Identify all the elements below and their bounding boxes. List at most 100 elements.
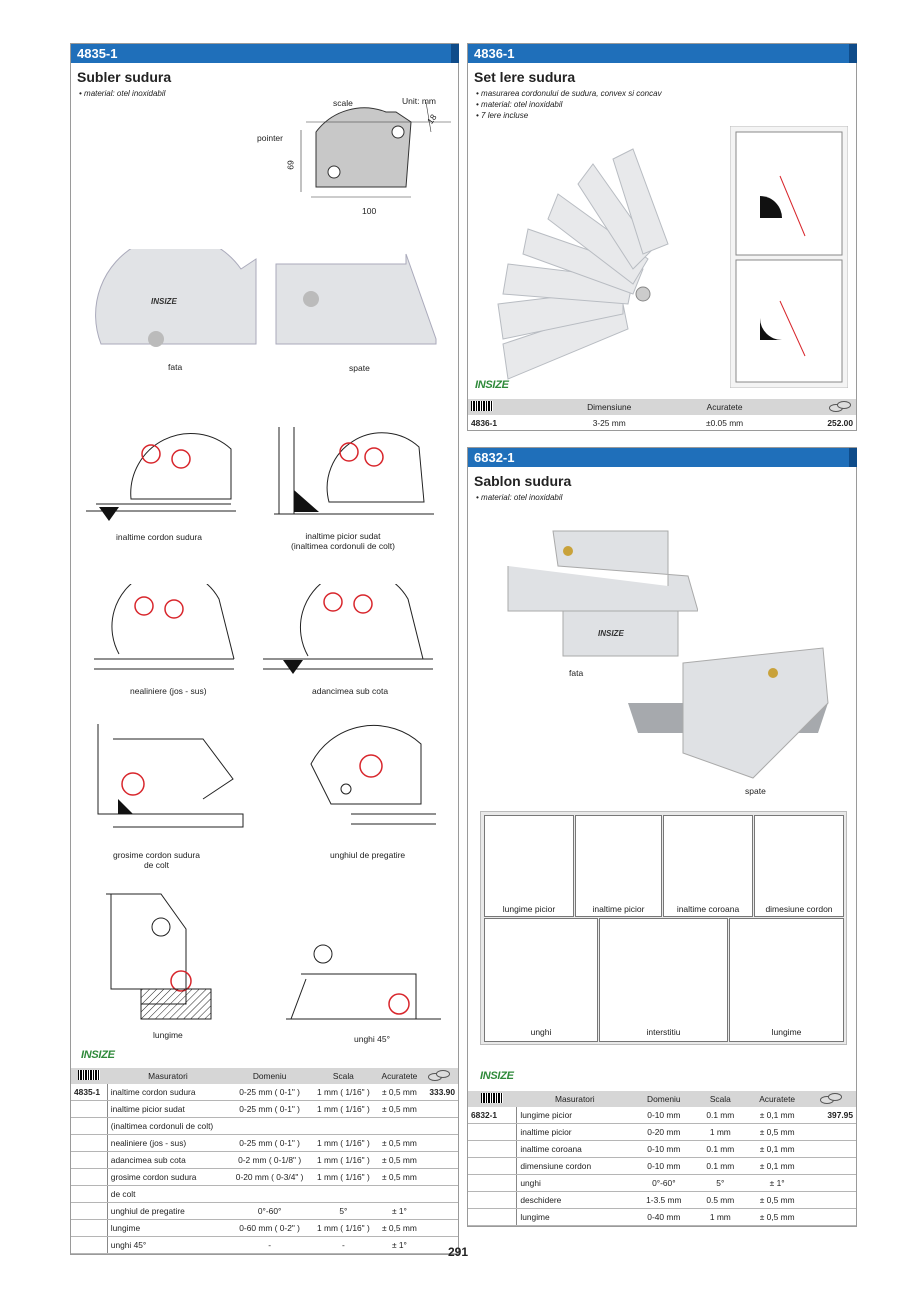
table-row: unghi 45°--± 1° [71, 1236, 458, 1254]
photo-caption-back: spate [349, 363, 370, 373]
usage-grid: lungime picior inaltime picior inaltime … [480, 811, 847, 1045]
row-range [228, 1117, 311, 1135]
product-title: Sablon sudura [474, 473, 572, 489]
dim-width-label: 100 [362, 206, 377, 216]
spec-table-4836-1: Dimensiune Acuratete 4836-1 3-25 mm ±0.0… [468, 399, 856, 431]
row-scale [310, 1185, 377, 1203]
row-scale: - [310, 1236, 377, 1254]
row-range: 0-10 mm [632, 1107, 695, 1124]
row-accuracy: ± 0,5 mm [376, 1134, 423, 1152]
row-measurement: grosime cordon sudura [106, 1168, 229, 1186]
usage-caption-6: unghiul de pregatire [330, 850, 406, 860]
usage-caption-2: inaltime picior sudat(inaltimea cordonul… [291, 531, 395, 551]
row-accuracy: ± 1° [376, 1236, 423, 1254]
row-measurement: lungime picior [516, 1107, 633, 1124]
row-measurement: nealiniere (jos - sus) [106, 1134, 229, 1152]
table-row: nealiniere (jos - sus)0-25 mm ( 0-1" )1 … [71, 1134, 458, 1152]
spec-table-6832-1: Masuratori Domeniu Scala Acuratete 6832-… [468, 1091, 856, 1226]
row-scale: 0.1 mm [694, 1157, 746, 1175]
row-scale: 1 mm ( 1/16" ) [310, 1219, 377, 1237]
row-accuracy: ± 1° [745, 1174, 809, 1192]
row-accuracy: ± 0,5 mm [745, 1123, 809, 1141]
row-measurement: dimensiune cordon [516, 1157, 633, 1175]
usage-diagram-5 [97, 724, 244, 828]
gauge-photo-back [275, 253, 437, 345]
usage-caption-3: nealiniere (jos - sus) [130, 686, 207, 696]
row-range: - [228, 1236, 311, 1254]
row-range: 0-25 mm ( 0-1" ) [228, 1084, 311, 1101]
row-price: 252.00 [827, 418, 853, 428]
row-accuracy: ± 0,5 mm [745, 1208, 809, 1226]
template-photo-back [628, 647, 829, 779]
product-title: Subler sudura [77, 69, 172, 85]
row-accuracy: ± 0,5 mm [376, 1151, 423, 1169]
usage-diagram-3 [94, 584, 235, 670]
row-range: 0-25 mm ( 0-1" ) [228, 1100, 311, 1118]
dim-unit-label: Unit: mm [402, 96, 436, 106]
row-measurement: inaltime cordon sudura [106, 1084, 229, 1101]
coins-icon [820, 1093, 844, 1104]
usage-cell-7: lungime [729, 918, 844, 1042]
product-panel-4835-1: 4835-1 Subler sudura • material: otel in… [70, 43, 459, 1255]
dimension-drawing [300, 101, 451, 198]
product-code-header: 4836-1 [468, 44, 857, 63]
insize-logo: INSIZE [480, 1070, 514, 1082]
usage-caption-7: lungime [153, 1030, 183, 1040]
row-accuracy: ± 0,1 mm [745, 1140, 809, 1158]
row-scale: 1 mm [694, 1123, 746, 1141]
row-measurement: unghiul de pregatire [106, 1202, 229, 1220]
row-range: 0-2 mm ( 0-1/8" ) [228, 1151, 311, 1169]
usage-diagram-2 [274, 427, 434, 515]
row-scale [310, 1117, 377, 1135]
photo-caption-front: fata [569, 668, 584, 678]
usage-diagram-6 [310, 724, 436, 825]
row-accuracy [376, 1117, 423, 1135]
row-scale: 0.1 mm [694, 1107, 746, 1124]
row-measurement: lungime [106, 1219, 229, 1237]
photo-caption-back: spate [745, 786, 766, 796]
usage-diagram-7 [106, 893, 212, 1020]
row-range [228, 1185, 311, 1203]
spec-table-4835-1: Masuratori Domeniu Scala Acuratete 4835-… [71, 1068, 458, 1254]
row-accuracy: ± 0,5 mm [376, 1100, 423, 1118]
row-accuracy: ± 0,1 mm [745, 1107, 809, 1124]
svg-text:INSIZE: INSIZE [598, 629, 624, 638]
gauge-set-photo [497, 148, 669, 380]
row-range: 0°-60° [228, 1202, 311, 1220]
barcode-icon [78, 1070, 101, 1080]
row-measurement: inaltime picior sudat [106, 1100, 229, 1118]
usage-cell-1: lungime picior [484, 815, 574, 917]
row-scale: 5° [310, 1202, 377, 1220]
barcode-icon [481, 1093, 504, 1103]
row-range: 0-25 mm ( 0-1" ) [228, 1134, 311, 1152]
row-measurement: adancimea sub cota [106, 1151, 229, 1169]
row-accuracy: ±0.05 mm [705, 418, 744, 428]
row-range: 0-40 mm [632, 1208, 695, 1226]
dim-scale-label: scale [333, 98, 353, 108]
row-measurement: de colt [106, 1185, 229, 1203]
row-accuracy: ± 0,5 mm [745, 1191, 809, 1209]
dim-pointer-label: pointer [257, 133, 283, 143]
row-measurement: deschidere [516, 1191, 633, 1209]
row-accuracy: ± 0,5 mm [376, 1168, 423, 1186]
table-row: (inaltimea cordonuli de colt) [71, 1117, 458, 1135]
row-accuracy: ± 0,5 mm [376, 1219, 423, 1237]
insize-logo: INSIZE [81, 1049, 115, 1061]
product-code-header: 6832-1 [468, 448, 857, 467]
usage-cell-2: inaltime picior [575, 815, 662, 917]
row-range: 0-20 mm ( 0-3/4" ) [228, 1168, 311, 1186]
row-code: 6832-1 [468, 1107, 517, 1124]
page-number: 291 [448, 1245, 469, 1259]
usage-caption-8: unghi 45° [354, 1034, 391, 1044]
row-scale: 0.5 mm [694, 1191, 746, 1209]
